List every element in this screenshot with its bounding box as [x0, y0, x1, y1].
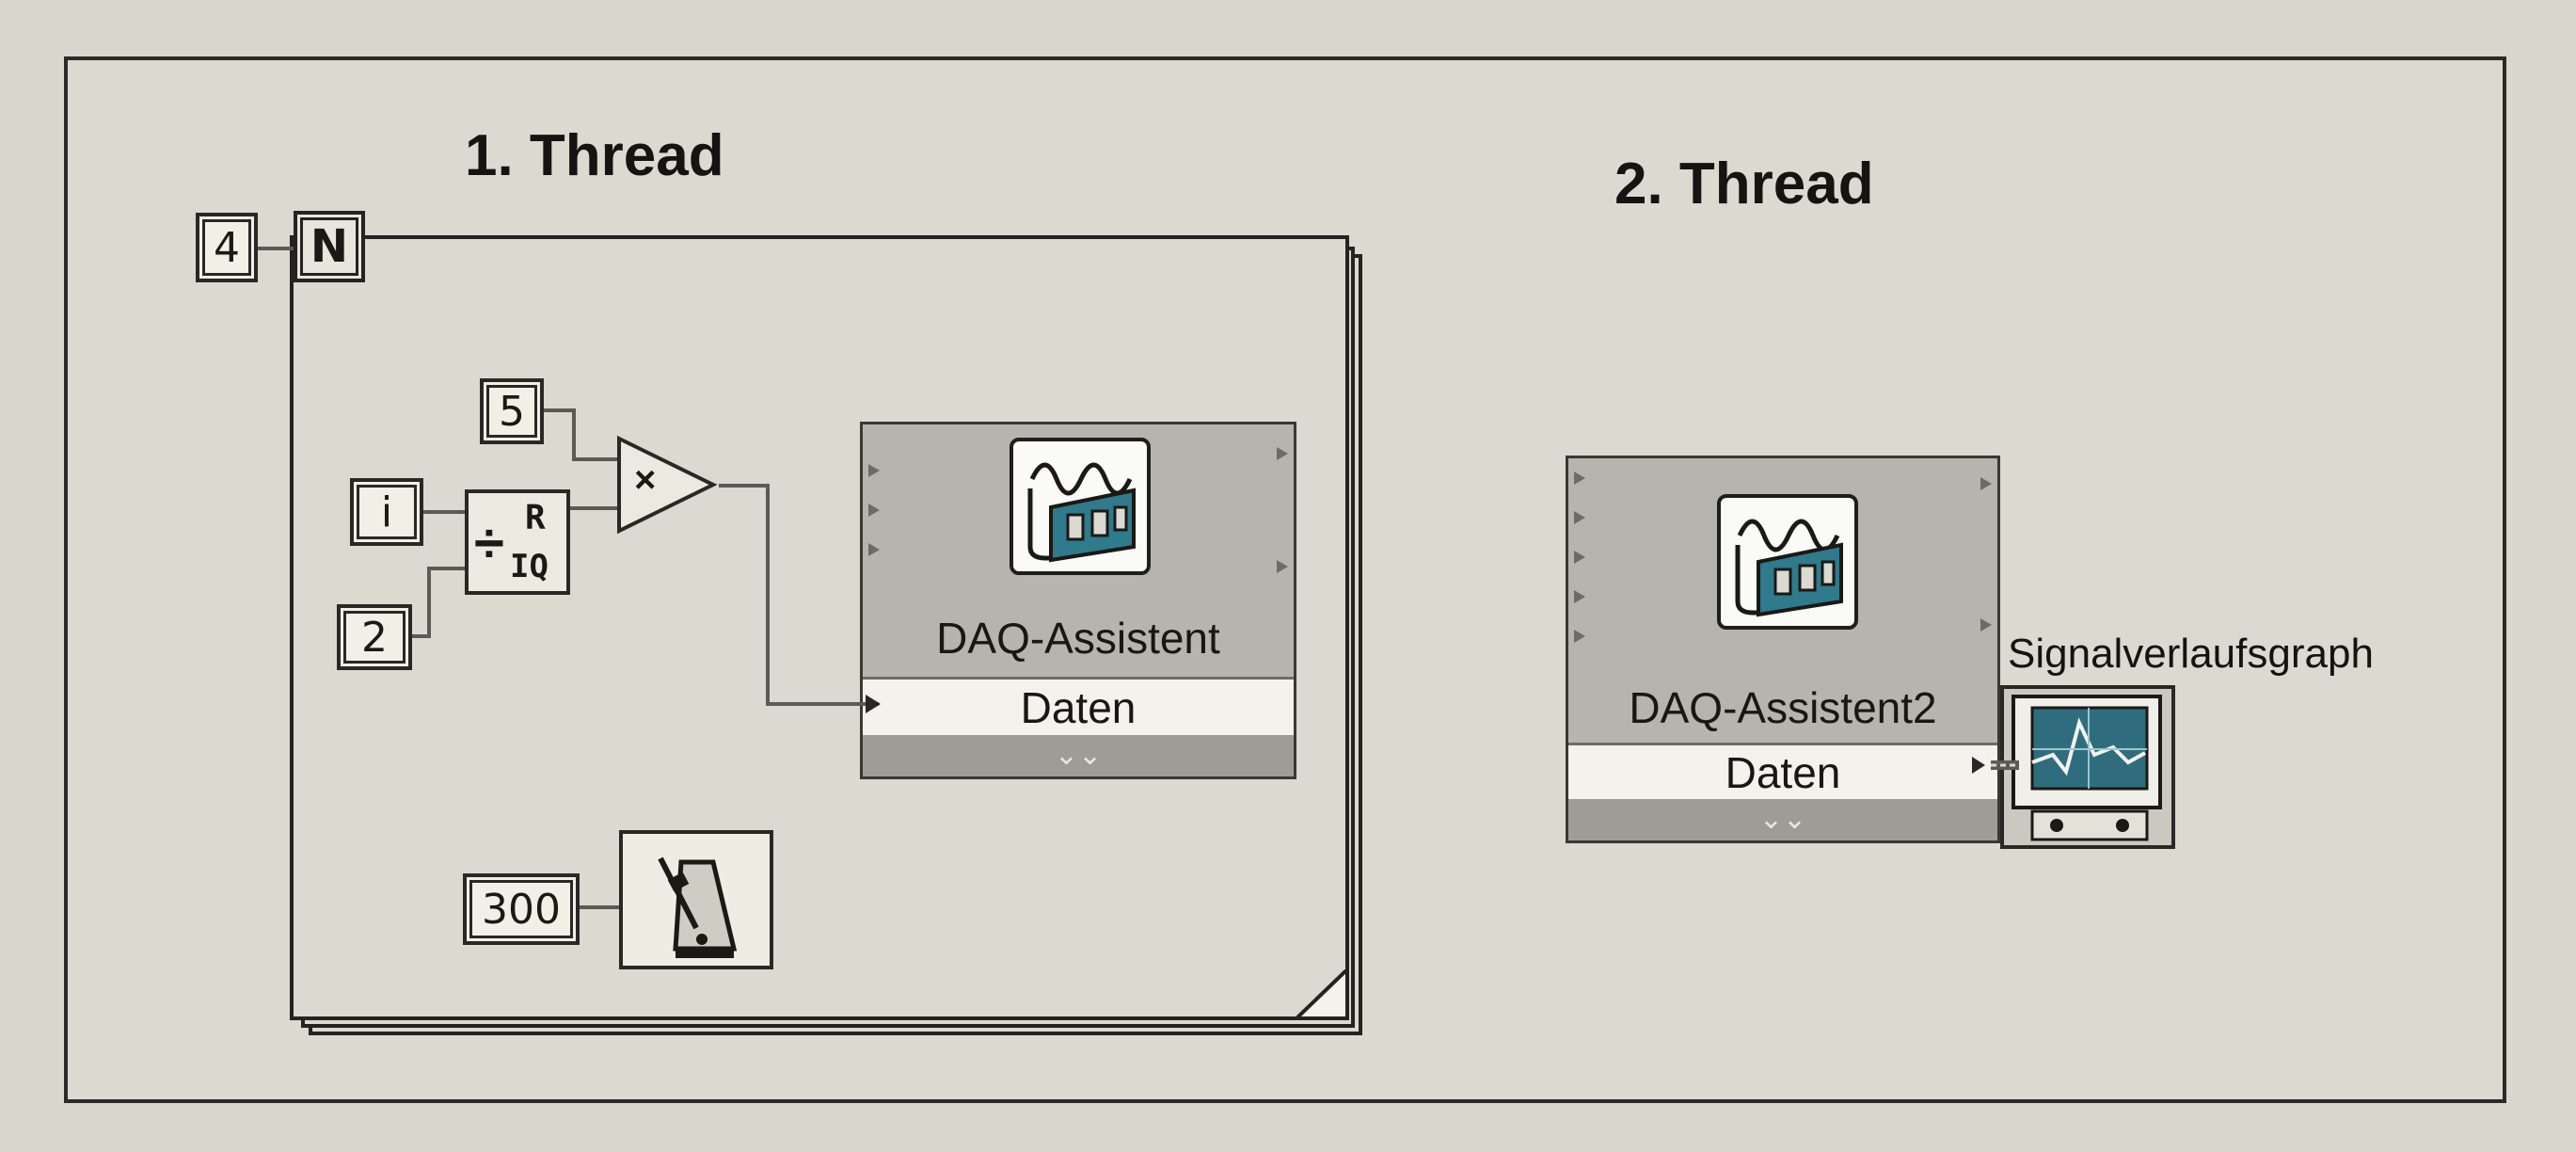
thread1-title: 1. Thread [465, 123, 724, 188]
daq-assistant-1-title: DAQ-Assistent [936, 614, 1220, 663]
daq1-data-input-arrow [866, 695, 881, 713]
metronome-glyph [658, 856, 738, 958]
loop-count-terminal[interactable]: N [294, 211, 365, 282]
daq-assistant-2-title: DAQ-Assistent2 [1629, 683, 1937, 732]
multiply-node[interactable] [615, 435, 719, 535]
daq-assistant-1[interactable]: DAQ-Assistent Daten ⌄⌄ [860, 422, 1296, 779]
daq-card-icon-2 [1717, 494, 1858, 630]
loop-corner-fold [1296, 969, 1349, 1020]
daq-card-icon [1010, 438, 1151, 575]
daq1-output-arrows [1277, 447, 1288, 573]
daq-assistant-2-expander[interactable]: ⌄⌄ [1568, 799, 1997, 840]
waveform-graph-label: Signalverlaufsgraph [2008, 631, 2374, 677]
daq2-data-output-arrow [1972, 757, 1985, 774]
remainder-label: R [525, 499, 546, 537]
loop-count-constant[interactable]: 4 [196, 213, 258, 282]
daq-assistant-1-expander[interactable]: ⌄⌄ [863, 735, 1294, 776]
daq-assistant-2[interactable]: DAQ-Assistent2 Daten ⌄⌄ [1566, 456, 2000, 843]
constant-five[interactable]: 5 [480, 378, 544, 444]
daq2-input-arrows [1574, 472, 1585, 643]
daq-assistant-2-data-terminal[interactable]: Daten [1568, 743, 1997, 803]
constant-two[interactable]: 2 [337, 604, 412, 670]
daq1-input-arrows [868, 464, 880, 556]
daq2-output-arrows [1980, 477, 1992, 632]
wire-two-to-divide [412, 567, 465, 638]
divide-symbol: ÷ [474, 513, 504, 574]
quotient-remainder-node[interactable]: ÷ R IQ [465, 489, 570, 595]
thread2-title: 2. Thread [1614, 152, 1874, 216]
metronome-icon[interactable] [619, 830, 773, 969]
wire-multiply-to-daq [719, 484, 879, 706]
constant-300[interactable]: 300 [463, 873, 580, 945]
wire-five-to-multiply [544, 408, 617, 461]
quotient-label: IQ [510, 548, 549, 585]
multiply-symbol: × [634, 459, 657, 501]
iteration-terminal[interactable]: i [350, 478, 423, 546]
waveform-graph-icon [2012, 695, 2162, 841]
